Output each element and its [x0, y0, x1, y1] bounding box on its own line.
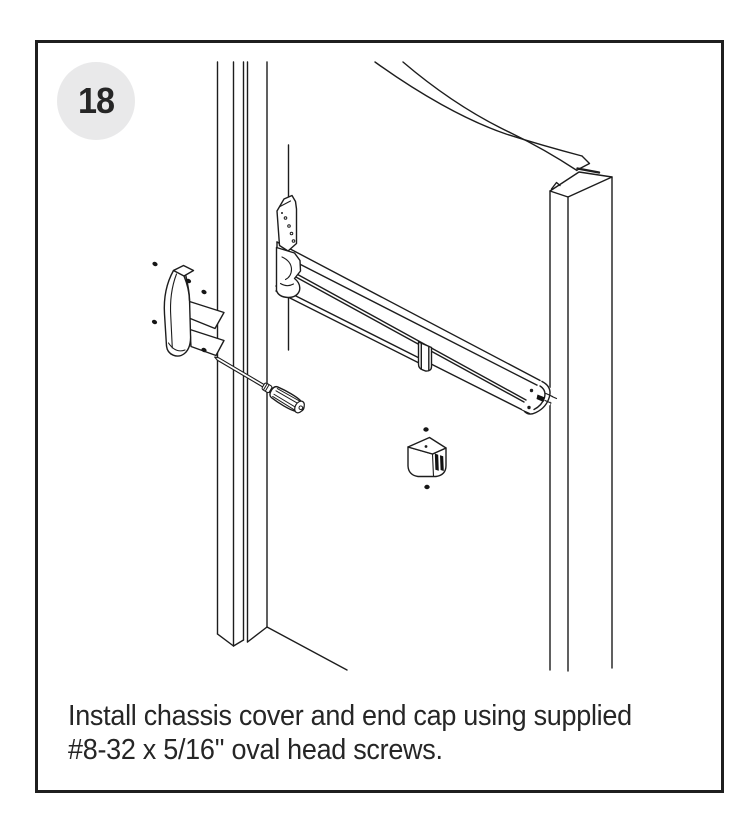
exit-device-bar-icon — [275, 241, 558, 415]
chassis-cover-icon — [163, 264, 225, 357]
end-cap-icon — [407, 436, 447, 478]
caption-line-2: #8-32 x 5/16'' oval head screws. — [68, 734, 443, 766]
step-number-badge: 18 — [57, 62, 135, 140]
step-number: 18 — [77, 80, 115, 121]
end-cap-screws-icon — [423, 427, 430, 490]
device-chassis-icon — [275, 194, 302, 299]
instruction-card — [35, 40, 724, 793]
door-top-rail-icon — [374, 61, 601, 174]
caption-line-1: Install chassis cover and end cap using … — [68, 700, 632, 732]
instruction-caption: Install chassis cover and end cap using … — [68, 699, 673, 767]
door-left-stile-icon — [216, 61, 348, 671]
screwdriver-icon — [214, 356, 305, 414]
door-right-stile-icon — [549, 171, 613, 672]
chassis-cover-screws-icon — [151, 261, 207, 353]
